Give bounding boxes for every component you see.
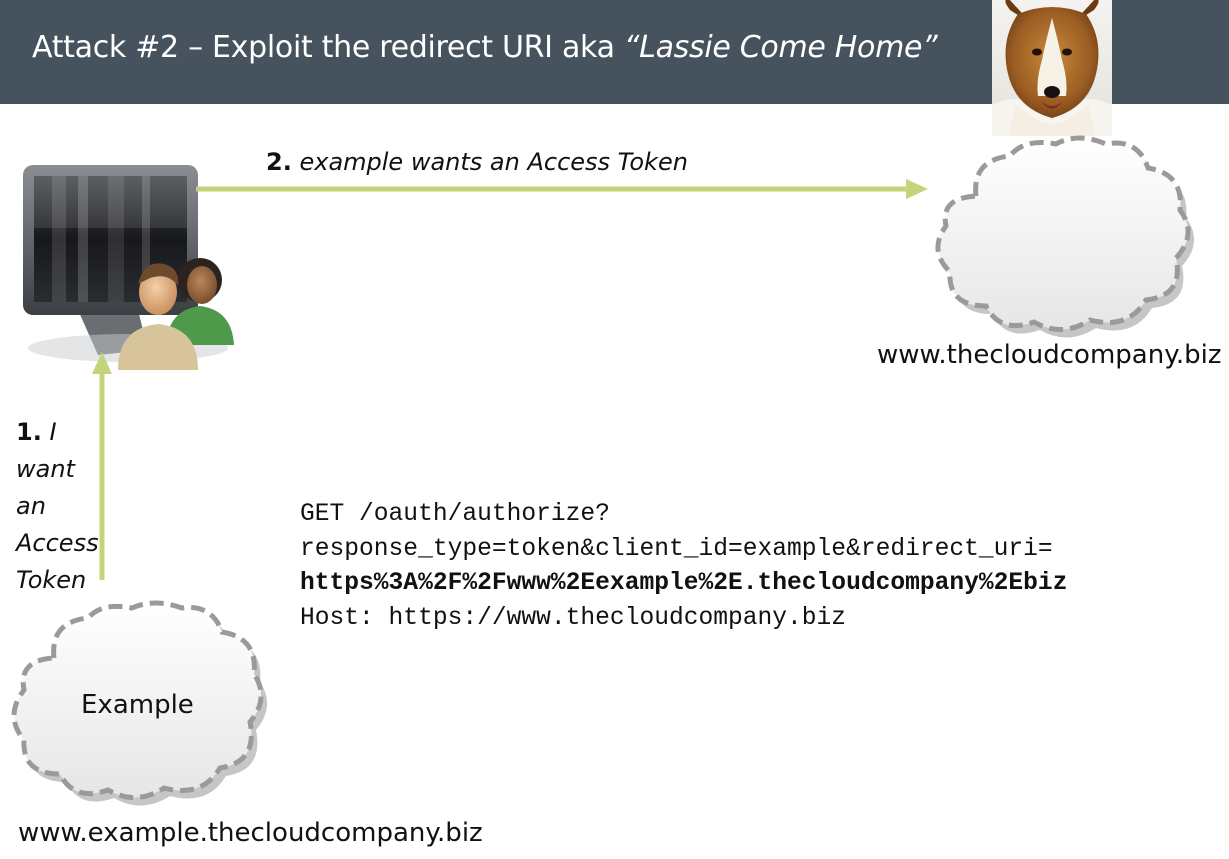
request-line-redirect-uri: https%3A%2F%2Fwww%2Eexample%2E.thecloudc… — [300, 570, 1068, 597]
server-cloud — [935, 135, 1195, 338]
step1-arrowhead — [92, 352, 112, 374]
step2-number: 2. — [266, 148, 292, 176]
step1-text-line: Token — [16, 566, 87, 594]
step1-text-line: I — [49, 418, 57, 446]
slide-title: Attack #2 – Exploit the redirect URI aka… — [32, 30, 938, 65]
request-line-host: Host: https://www.thecloudcompany.biz — [300, 604, 847, 632]
step1-text-line: an — [16, 492, 46, 520]
request-line-get: GET /oauth/authorize? — [300, 501, 610, 528]
title-quoted: “Lassie Come Home” — [623, 30, 938, 65]
step1-number: 1. — [16, 418, 42, 446]
step2-text: example wants an Access Token — [299, 148, 688, 176]
step1-text-line: Access — [16, 529, 99, 557]
step1-text-line: want — [16, 455, 75, 483]
step2-arrowhead — [906, 179, 928, 199]
request-line-params: response_type=token&client_id=example&re… — [300, 535, 1053, 563]
computer-users-icon — [23, 165, 234, 370]
title-prefix: Attack #2 – Exploit the redirect URI aka — [32, 30, 624, 65]
step2-label: 2. example wants an Access Token — [266, 148, 688, 176]
server-domain-label: www.thecloudcompany.biz — [877, 340, 1222, 370]
http-request-block: GET /oauth/authorize? response_type=toke… — [300, 498, 1067, 636]
client-cloud — [11, 600, 268, 806]
step1-label: 1. I want an Access Token — [16, 414, 99, 599]
client-domain-label: www.example.thecloudcompany.biz — [18, 818, 483, 848]
client-name-label: Example — [81, 690, 194, 720]
collie-dog-photo — [992, 0, 1112, 136]
